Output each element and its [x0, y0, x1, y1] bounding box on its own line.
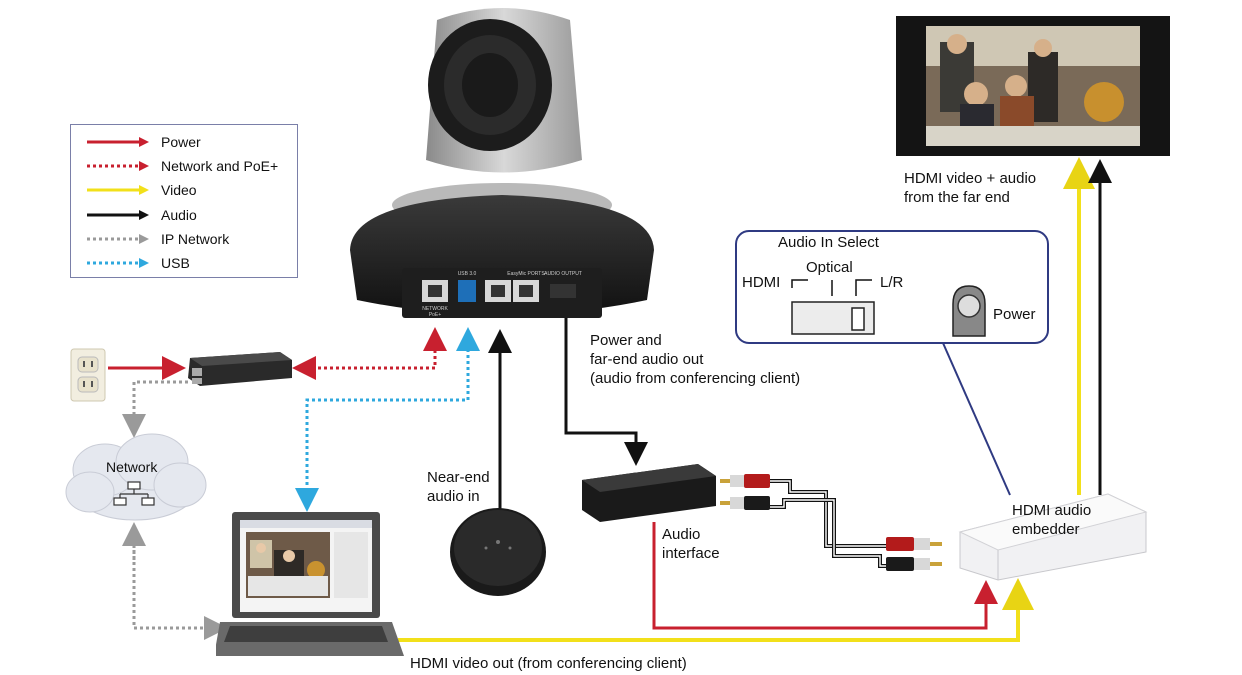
near-end-line2: audio in: [427, 488, 480, 505]
hdmi-embedder-box: [958, 493, 1148, 581]
legend-arrow-icon: [87, 233, 149, 244]
panel-connector-line: [942, 342, 1011, 496]
network-cloud-label: Network: [106, 459, 158, 475]
power-wire-interface-embedder: [652, 522, 998, 630]
hdmi-far-end-line1: HDMI video + audio: [904, 170, 1037, 187]
switch-panel-title: Audio In Select: [778, 234, 879, 251]
ip-wire-injector-cloud: [122, 380, 188, 438]
legend-arrow-icon: [87, 185, 149, 196]
switch-option-lr: L/R: [880, 274, 904, 291]
legend-arrow-icon: [87, 209, 149, 220]
microphone-pod: [450, 508, 546, 596]
power-farend-line3: (audio from conferencing client): [590, 370, 801, 387]
hdmi-far-end-line2: from the far end: [904, 189, 1010, 206]
rca-cable-top-inner: [768, 480, 888, 547]
video-wire-laptop-embedder: [398, 578, 1034, 642]
laptop: [216, 512, 404, 656]
legend-item: Power: [71, 131, 297, 153]
legend-item: IP Network: [71, 228, 297, 250]
embedder-line1: HDMI audio: [1012, 502, 1092, 519]
legend-arrow-icon: [87, 161, 149, 172]
legend-arrow-icon: [87, 258, 149, 268]
ip-wire-cloud-laptop: [132, 532, 228, 640]
rca-plugs-left: [720, 474, 770, 510]
audio-select-switch: [791, 279, 875, 335]
wall-outlet: [70, 348, 106, 402]
audio-interface-line2: interface: [662, 545, 720, 562]
rca-plugs-right: [886, 537, 942, 571]
legend-item: Video: [71, 179, 297, 201]
poe-wire-injector-camera: [300, 327, 447, 370]
poe-injector: [188, 352, 292, 386]
port-label-usb: USB 3.0: [458, 271, 477, 277]
far-end-display: [896, 16, 1170, 156]
switch-option-optical: Optical: [806, 259, 853, 276]
audio-wire-camera-interface: [564, 315, 648, 466]
legend-item: Network and PoE+: [71, 155, 297, 177]
audio-interface-line1: Audio: [662, 526, 701, 543]
legend-label: Audio: [161, 206, 197, 223]
legend-label: IP Network: [161, 230, 230, 247]
ptz-camera: EasyMic PORTS USB 3.0 NETWORK PoE+ AUDIO…: [350, 8, 654, 318]
near-end-line1: Near-end: [427, 469, 490, 486]
network-cloud: [65, 433, 207, 521]
legend-arrow-icon: [87, 137, 149, 147]
port-label-poe: PoE+: [429, 312, 441, 318]
port-label-network: NETWORK: [422, 306, 448, 312]
rca-cable-bottom-inner: [768, 499, 888, 567]
legend-label: Power: [161, 134, 201, 150]
legend-label: Network and PoE+: [161, 158, 279, 175]
audio-interface-box: [582, 464, 716, 522]
power-button-icon: [952, 285, 986, 337]
port-label-easymic: EasyMic PORTS: [507, 271, 545, 277]
switch-option-hdmi: HDMI: [742, 274, 781, 291]
legend-label: USB: [161, 255, 190, 271]
port-label-audio-output: AUDIO OUTPUT: [544, 271, 582, 277]
embedder-line2: embedder: [1012, 521, 1080, 538]
legend-label: Video: [161, 182, 197, 199]
power-farend-line2: far-end audio out: [590, 351, 704, 368]
power-farend-line1: Power and: [590, 332, 662, 349]
power-label: Power: [993, 306, 1036, 323]
audio-in-select-panel: [735, 230, 1049, 344]
legend-item: USB: [71, 252, 297, 274]
hdmi-out-label: HDMI video out (from conferencing client…: [410, 655, 687, 672]
rca-cable-top: [768, 479, 888, 548]
legend-item: Audio: [71, 204, 297, 226]
